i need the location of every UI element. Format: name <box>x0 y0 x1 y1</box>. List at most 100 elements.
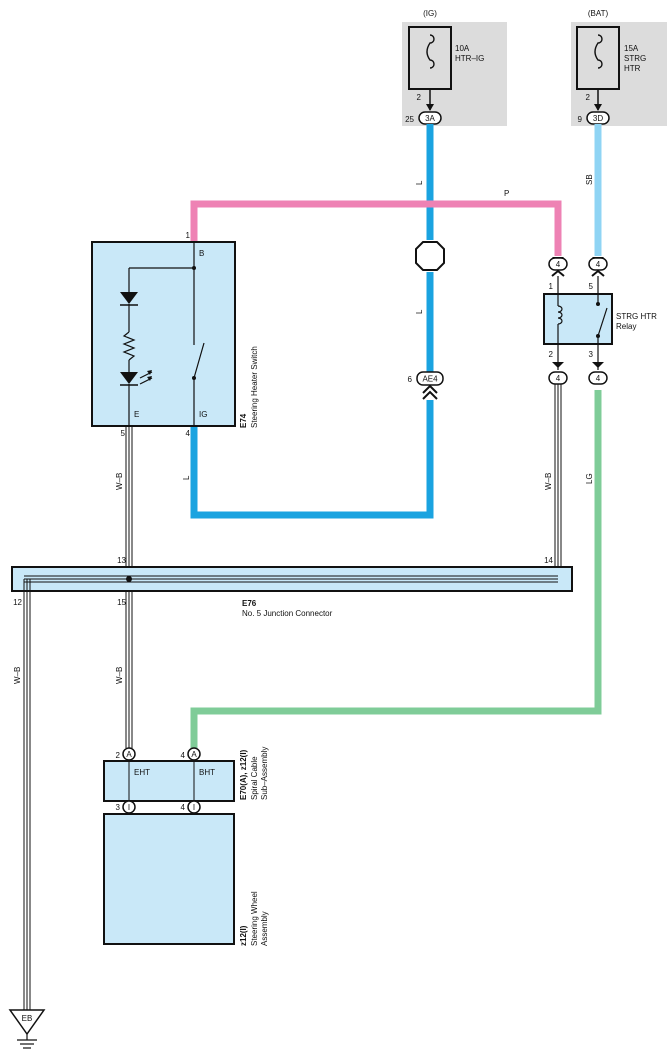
spiral-pin-a4: 4 <box>181 751 186 760</box>
relay-conn-label-3: 4 <box>556 374 561 383</box>
fuse-ig-pin: 2 <box>417 93 422 102</box>
led-icon <box>120 292 138 304</box>
ground-triangle <box>8 1009 46 1036</box>
fuse-bat-name-2: HTR <box>624 64 641 73</box>
fuse-ig-source: (IG) <box>423 9 437 18</box>
fuse-ig-conn-pin: 25 <box>405 115 414 124</box>
spiral-name-2: Sub–Assembly <box>260 747 269 800</box>
ground-icon <box>17 1034 37 1049</box>
relay-conn-label-2: 4 <box>596 260 601 269</box>
spiral-label-bht: BHT <box>199 768 215 777</box>
spiral-conn-a-left: A <box>122 747 136 761</box>
spiral-code: E70(A), z12(I) <box>239 749 248 800</box>
switch-label-ig: IG <box>199 410 207 419</box>
wire-wb-label-2: W–B <box>544 473 553 490</box>
switch-internal <box>122 242 205 426</box>
connector-ae4: AE4 <box>416 371 444 400</box>
wire-p <box>190 200 562 256</box>
wheel-code: z12(I) <box>239 925 248 946</box>
switch-junction-dot <box>192 266 196 270</box>
light-arrow-icon-2 <box>147 376 152 381</box>
fuse-bat-pin: 2 <box>586 93 591 102</box>
relay-top-conn-right: 4 <box>588 257 608 277</box>
switch-code: E74 <box>239 413 248 428</box>
spiral-conn-i-right: I <box>187 800 201 814</box>
junction-code: E76 <box>242 599 257 608</box>
switch-contact <box>192 376 196 380</box>
wire-wb-switch <box>125 426 133 567</box>
relay-pin-2: 2 <box>549 350 554 359</box>
wire-lg <box>190 390 602 748</box>
wire-l-label-1: L <box>415 180 424 185</box>
connector-3a-label: 3A <box>425 114 435 123</box>
junction-pin-12: 12 <box>13 598 22 607</box>
wire-wb-label-3: W–B <box>13 667 22 684</box>
relay-pin-1: 1 <box>549 282 554 291</box>
junction-dot <box>126 576 132 582</box>
switch-label-e: E <box>134 410 139 419</box>
wire-wb-spiral <box>125 591 133 748</box>
fuse-bat-name-1: STRG <box>624 54 646 63</box>
fuse-bat-rating: 15A <box>624 44 639 53</box>
wire-wb-ground <box>23 591 31 1010</box>
connector-3d: 3D <box>586 104 610 125</box>
relay-contact <box>596 302 600 306</box>
spiral-pin-i4: 4 <box>181 803 186 812</box>
fuse-ig-box <box>402 22 507 126</box>
fuse-bat-source: (BAT) <box>588 9 609 18</box>
spiral-name-1: Spiral Cable <box>250 756 259 800</box>
wire-wb-label-4: W–B <box>115 667 124 684</box>
relay-bottom-conn-right: 4 <box>588 362 608 385</box>
relay-name-2: Relay <box>616 322 636 331</box>
spiral-conn-i-label-1: I <box>128 803 130 812</box>
relay-conn-label-1: 4 <box>556 260 561 269</box>
wheel-box <box>103 813 235 945</box>
wire-p-label: P <box>504 189 509 198</box>
switch-label-b: B <box>199 249 204 258</box>
relay-name-1: STRG HTR <box>616 312 657 321</box>
fuse-ig-name: HTR–IG <box>455 54 484 63</box>
spiral-conn-i-left: I <box>122 800 136 814</box>
relay-conn-label-4: 4 <box>596 374 601 383</box>
switch-pin-1: 1 <box>186 231 191 240</box>
relay-bottom-conn-left: 4 <box>548 362 568 385</box>
switch-pin-5: 5 <box>121 429 126 438</box>
wire-l-label-2: L <box>415 309 424 314</box>
switch-name: Steering Heater Switch <box>250 346 259 428</box>
wire-l-label-3: L <box>182 475 191 480</box>
relay-top-conn-left: 4 <box>548 257 568 277</box>
connector-3d-label: 3D <box>593 114 603 123</box>
connector-ae4-label: AE4 <box>422 375 438 384</box>
relay-pin-5: 5 <box>589 282 594 291</box>
wire-wb-label-1: W–B <box>115 473 124 490</box>
junction-pin-13: 13 <box>117 556 126 565</box>
spiral-conn-a-label-2: A <box>191 750 197 759</box>
spiral-conn-a-right: A <box>187 747 201 761</box>
spiral-label-eht: EHT <box>134 768 150 777</box>
wheel-name-2: Assembly <box>260 911 269 946</box>
junction-name: No. 5 Junction Connector <box>242 609 333 618</box>
spiral-conn-a-label-1: A <box>126 750 132 759</box>
switch-box <box>91 241 236 427</box>
splice-octagon <box>415 241 445 271</box>
wire-l-bottom <box>190 400 434 519</box>
junction-internal <box>23 575 558 591</box>
relay-pin-3: 3 <box>589 350 594 359</box>
spiral-box <box>103 760 235 802</box>
fuse-ig-rating: 10A <box>455 44 470 53</box>
relay-contact-2 <box>596 334 600 338</box>
indicator-led-icon <box>120 372 138 384</box>
relay-box <box>543 293 613 345</box>
spiral-pin-i3: 3 <box>116 803 121 812</box>
spiral-pin-a2: 2 <box>116 751 121 760</box>
switch-pin-4: 4 <box>186 429 191 438</box>
fuse-bat-conn-pin: 9 <box>578 115 583 124</box>
ground-label: EB <box>22 1014 33 1023</box>
wire-sb-label: SB <box>585 174 594 185</box>
junction-pin-14: 14 <box>544 556 553 565</box>
junction-pin-15: 15 <box>117 598 126 607</box>
light-arrow-icon <box>147 370 152 375</box>
spiral-conn-i-label-2: I <box>193 803 195 812</box>
connector-ae4-pin: 6 <box>408 375 413 384</box>
